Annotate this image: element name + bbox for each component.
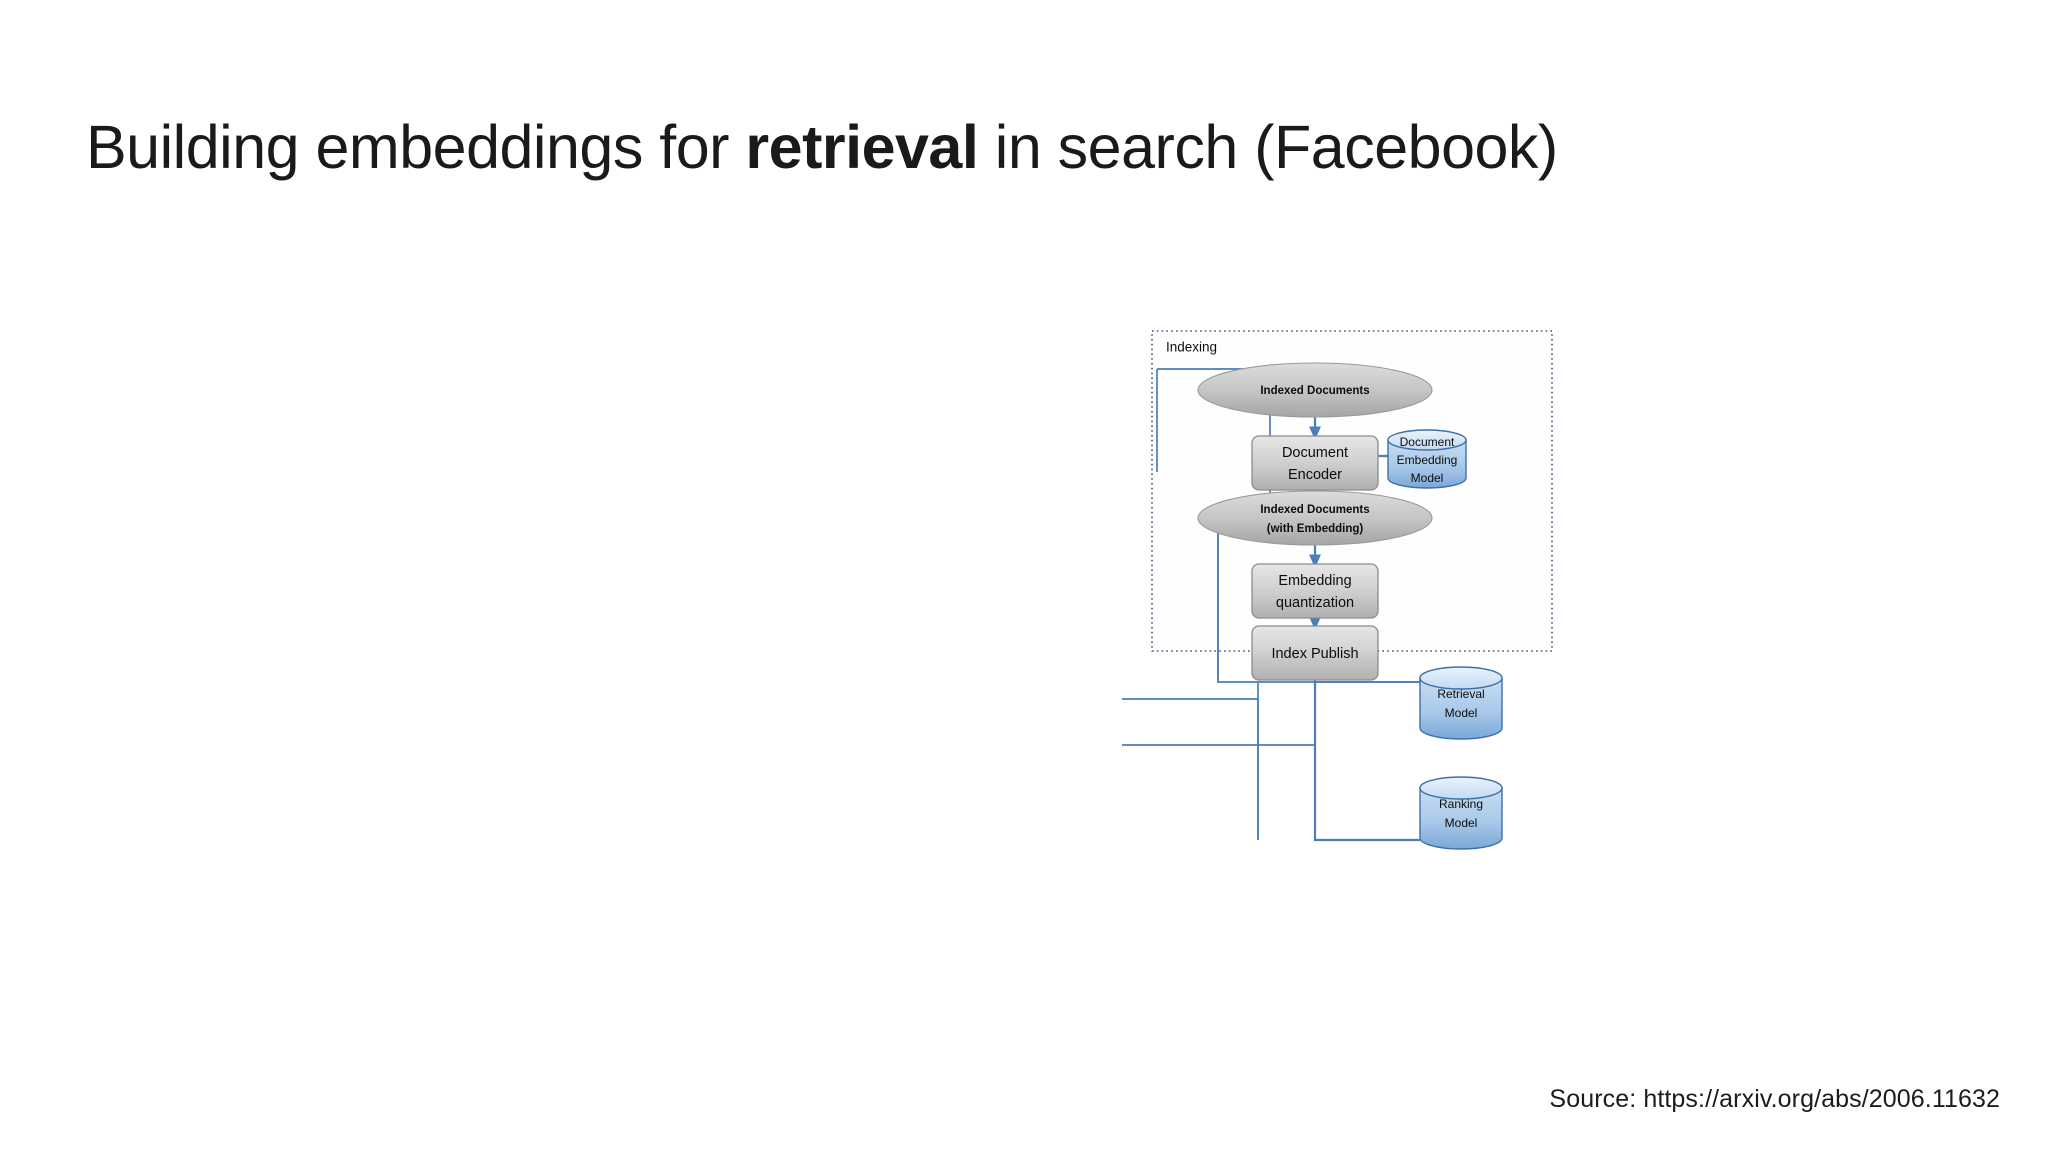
- node-ranking-model: Ranking Model: [1419, 776, 1503, 850]
- node-document-encoder-label-line1: Document: [1282, 445, 1348, 461]
- node-index-publish-label: Index Publish: [1271, 646, 1358, 662]
- connector-external-rail-top: [1122, 698, 1259, 840]
- title-emphasis: retrieval: [745, 113, 979, 181]
- node-document-encoder: Document Encoder: [1251, 435, 1379, 491]
- node-indexed-documents: Indexed Documents: [1197, 362, 1433, 418]
- title-suffix: in search (Facebook): [978, 113, 1559, 181]
- indexing-group-label: Indexing: [1166, 340, 1217, 355]
- node-document-embedding-model-label-line3: Model: [1411, 471, 1444, 485]
- node-embedding-quantization: Embedding quantization: [1251, 563, 1379, 619]
- node-document-embedding-model-label-line2: Embedding: [1397, 453, 1458, 467]
- node-indexed-documents-label: Indexed Documents: [1260, 385, 1369, 397]
- node-document-encoder-label-line2: Encoder: [1288, 467, 1342, 483]
- node-index-publish: Index Publish: [1251, 625, 1379, 681]
- node-ranking-model-label-line2: Model: [1445, 816, 1478, 830]
- node-retrieval-model-label-line2: Model: [1445, 706, 1478, 720]
- node-document-embedding-model-label-line1: Document: [1400, 435, 1455, 449]
- node-ranking-model-label-line1: Ranking: [1439, 797, 1483, 811]
- title-prefix: Building embeddings for: [86, 113, 746, 181]
- node-document-embedding-model: Document Embedding Model: [1387, 429, 1467, 489]
- node-embedding-quantization-label-line1: Embedding: [1278, 573, 1351, 589]
- node-retrieval-model: Retrieval Model: [1419, 666, 1503, 740]
- node-indexed-documents-with-embedding-label-line2: (with Embedding): [1267, 523, 1364, 535]
- node-indexed-documents-with-embedding-label-line1: Indexed Documents: [1260, 504, 1369, 516]
- node-indexed-documents-with-embedding: Indexed Documents (with Embedding): [1197, 490, 1433, 546]
- source-note: Source: https://arxiv.org/abs/2006.11632: [1549, 1085, 2000, 1113]
- node-retrieval-model-label-line1: Retrieval: [1437, 687, 1484, 701]
- page-title: Building embeddings for retrieval in sea…: [86, 112, 1558, 182]
- node-embedding-quantization-label-line2: quantization: [1276, 595, 1354, 611]
- indexing-pipeline-diagram: Indexing Indexed Documents: [1100, 310, 1620, 1100]
